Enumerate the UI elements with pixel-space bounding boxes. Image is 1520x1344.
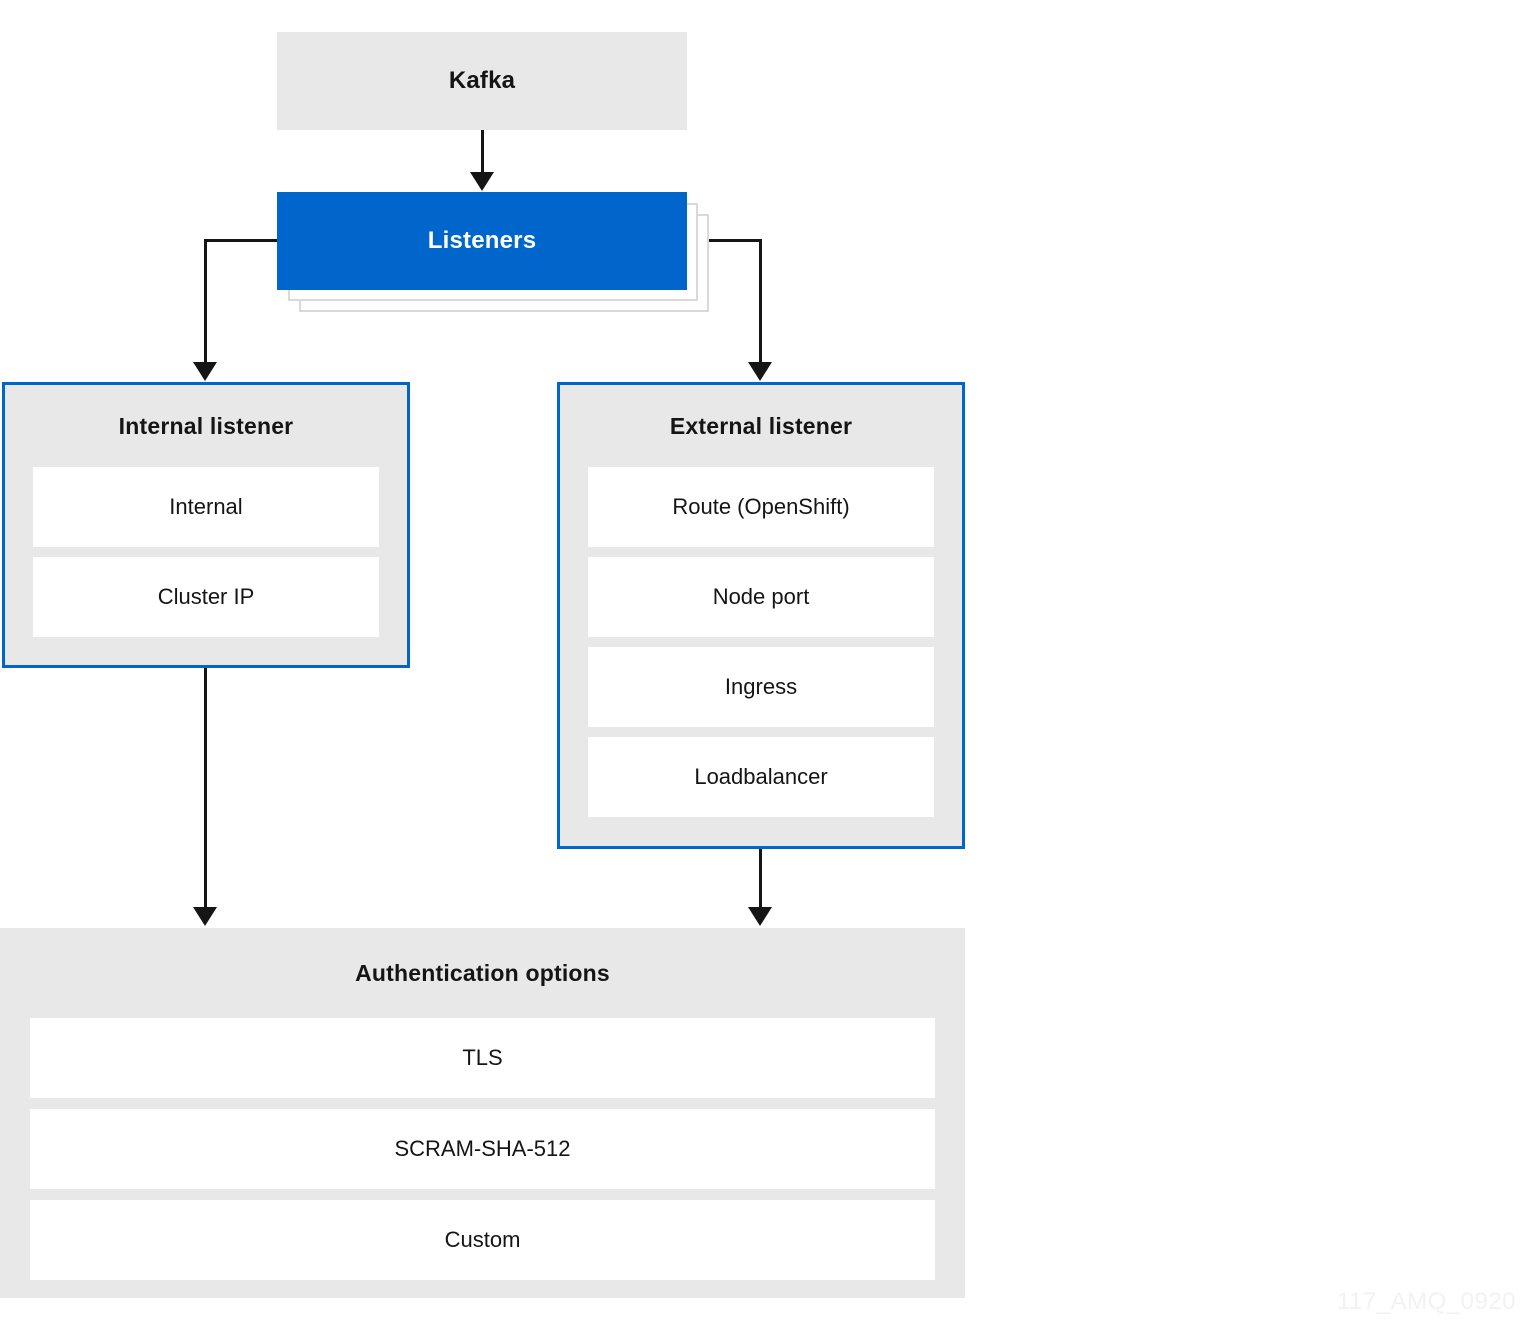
listeners-node: Listeners xyxy=(277,192,687,290)
auth-option-scram-sha-512: SCRAM-SHA-512 xyxy=(30,1109,935,1189)
external-option-ingress: Ingress xyxy=(588,647,934,727)
kafka-label: Kafka xyxy=(448,67,516,94)
arrow-down-icon xyxy=(193,362,217,381)
connector-external-auth-vline xyxy=(759,849,762,909)
external-option-route: Route (OpenShift) xyxy=(588,467,934,547)
external-option-node-port: Node port xyxy=(588,557,934,637)
connector-listeners-external-hline xyxy=(687,239,762,242)
connector-internal-auth-vline xyxy=(204,668,207,909)
kafka-node: Kafka xyxy=(277,32,687,130)
authentication-options-title: Authentication options xyxy=(355,959,610,986)
external-option-loadbalancer: Loadbalancer xyxy=(588,737,934,817)
connector-listeners-external-vline xyxy=(759,239,762,363)
connector-kafka-listeners-line xyxy=(481,130,484,174)
connector-listeners-internal-hline xyxy=(204,239,277,242)
arrow-down-icon xyxy=(470,172,494,191)
external-listener-title: External listener xyxy=(669,412,853,439)
internal-listener-title: Internal listener xyxy=(118,412,294,439)
arrow-down-icon xyxy=(748,362,772,381)
arrow-down-icon xyxy=(193,907,217,926)
auth-option-tls: TLS xyxy=(30,1018,935,1098)
arrow-down-icon xyxy=(748,907,772,926)
watermark-text: 117_AMQ_0920 xyxy=(1336,1288,1516,1315)
connector-listeners-internal-vline xyxy=(204,239,207,363)
authentication-options-panel: Authentication options TLS SCRAM-SHA-512… xyxy=(0,928,965,1298)
external-listener-panel: External listener Route (OpenShift) Node… xyxy=(557,382,965,849)
internal-option-cluster-ip: Cluster IP xyxy=(33,557,379,637)
internal-listener-panel: Internal listener Internal Cluster IP xyxy=(2,382,410,668)
listeners-label: Listeners xyxy=(427,227,537,254)
auth-option-custom: Custom xyxy=(30,1200,935,1280)
internal-option-internal: Internal xyxy=(33,467,379,547)
